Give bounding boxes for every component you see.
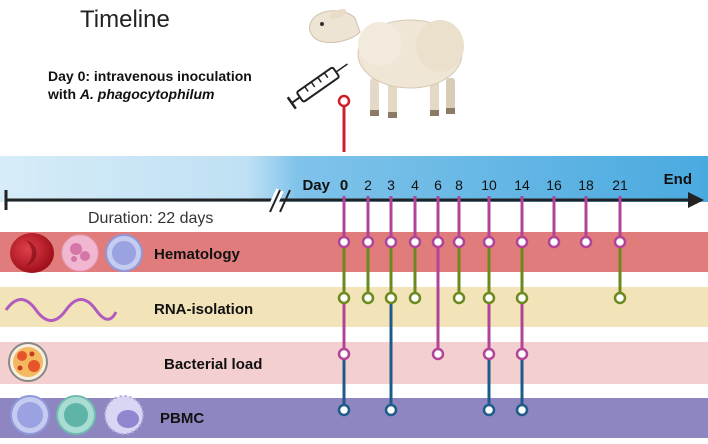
timeline-title: Timeline [80,6,170,33]
timeline-start-label: Day [302,177,330,194]
marker-hematology-day-21 [613,235,627,249]
inoculation-note: Day 0: intravenous inoculation with A. p… [48,67,252,103]
inoculation-line-1: Day 0: intravenous inoculation [48,68,252,84]
marker-rna-day-2 [361,291,375,305]
marker-hematology-day-14 [515,235,529,249]
rna-wave-icon [4,298,118,322]
timeline-axis [4,188,704,214]
marker-hematology-day-0 [337,235,351,249]
day-label-4: 4 [411,177,419,193]
marker-pbmc-day-0 [337,403,351,417]
marker-bacterial-day-0 [337,347,351,361]
row-label-rna: RNA-isolation [154,301,253,318]
marker-hematology-day-2 [361,235,375,249]
pbmc-cell-icon [10,395,50,435]
marker-rna-day-4 [408,291,422,305]
marker-rna-day-3 [384,291,398,305]
marker-hematology-day-6 [431,235,445,249]
sample-markers [337,235,627,417]
day-label-10: 10 [481,177,497,193]
inoculation-line-2: with A. phagocytophilum [48,85,252,103]
lymphocyte-icon [105,234,143,272]
day-label-3: 3 [387,177,395,193]
marker-pbmc-day-14 [515,403,529,417]
marker-pbmc-day-3 [384,403,398,417]
pbmc-cell-icon [104,395,144,435]
day-label-8: 8 [455,177,463,193]
bacteria-infected-cell-icon [8,342,48,382]
sample-connectors [342,210,622,405]
marker-bacterial-day-14 [515,347,529,361]
row-label-pbmc: PBMC [160,410,204,427]
granulocyte-icon [61,234,99,272]
marker-rna-day-0 [337,291,351,305]
marker-hematology-day-18 [579,235,593,249]
day-label-6: 6 [434,177,442,193]
marker-hematology-day-16 [547,235,561,249]
marker-bacterial-day-10 [482,347,496,361]
marker-rna-day-10 [482,291,496,305]
marker-hematology-day-8 [452,235,466,249]
row-bands [0,232,708,438]
day-label-2: 2 [364,177,372,193]
marker-rna-day-14 [515,291,529,305]
day-label-16: 16 [546,177,562,193]
row-label-bacterial: Bacterial load [164,356,262,373]
timeline-end-label: End [664,171,692,188]
day-ticks [342,196,622,210]
row-band-rna [0,287,708,327]
inoculation-marker [337,94,351,152]
red-blood-cell-icon [10,233,54,273]
row-label-hematology: Hematology [154,246,241,263]
marker-bacterial-day-6 [431,347,445,361]
pathogen-name: A. phagocytophilum [79,86,215,102]
marker-pbmc-day-10 [482,403,496,417]
marker-rna-day-21 [613,291,627,305]
day-label-0: 0 [340,177,348,194]
marker-hematology-day-3 [384,235,398,249]
duration-label: Duration: 22 days [88,210,214,227]
timeline-band [0,156,708,202]
row-band-bacterial [0,342,708,384]
marker-hematology-day-4 [408,235,422,249]
day-label-18: 18 [578,177,594,193]
marker-hematology-day-10 [482,235,496,249]
sheep-icon [309,9,464,118]
pbmc-cell-icon [56,395,96,435]
inoculation-prefix: with [48,86,80,102]
syringe-icon [286,63,348,110]
marker-rna-day-8 [452,291,466,305]
day-label-14: 14 [514,177,530,193]
day-label-21: 21 [612,177,628,193]
